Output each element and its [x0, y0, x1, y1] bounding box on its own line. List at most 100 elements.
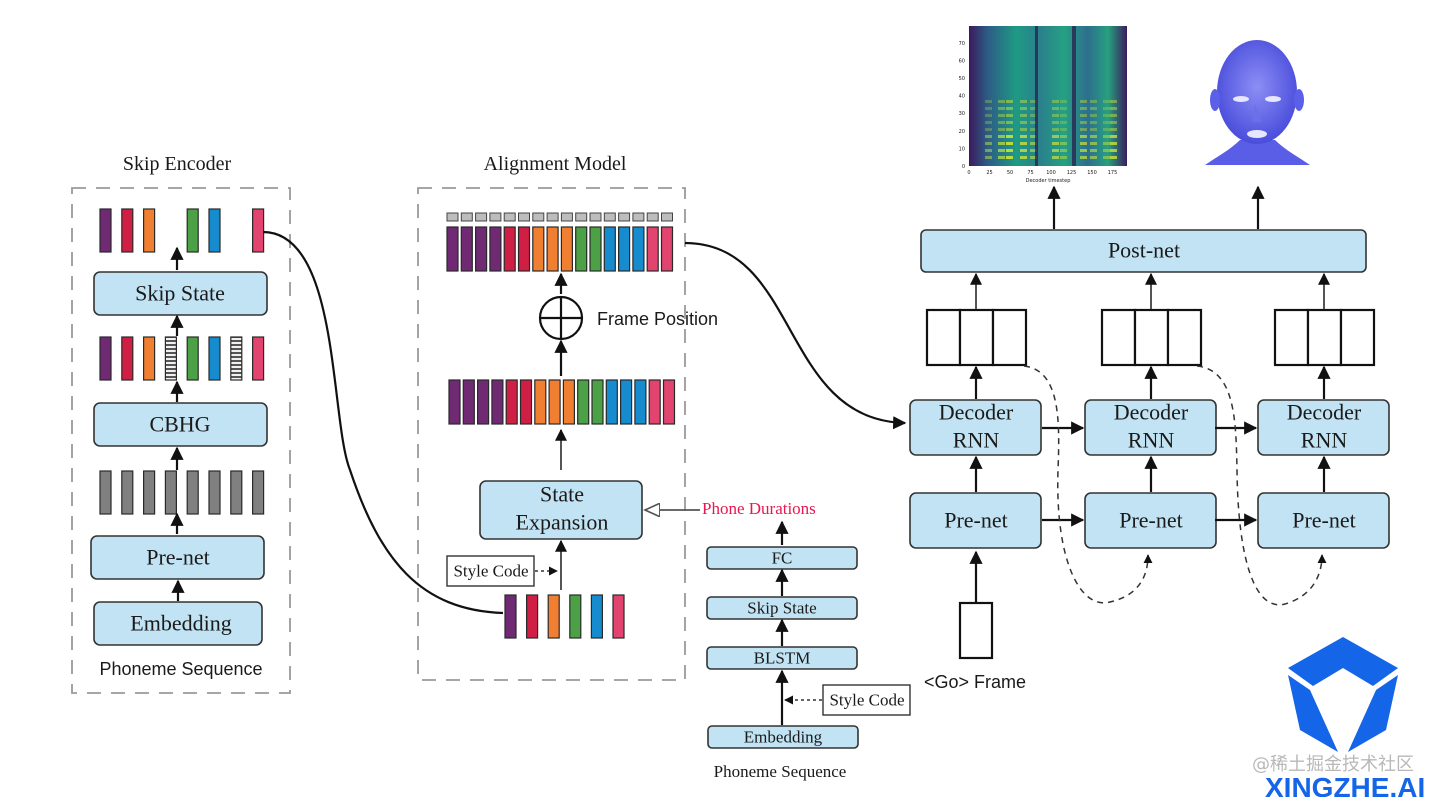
harmonic-streak [1060, 142, 1067, 145]
harmonic-streak [1030, 142, 1037, 145]
harmonic-streak [1006, 114, 1013, 117]
harmonic-streak [998, 114, 1005, 117]
position-cell [546, 212, 559, 222]
duration-model: FC Skip State BLSTM Style Code Embedding… [706, 520, 911, 781]
decoder-rnn-box [909, 399, 1042, 456]
feature-bar [208, 470, 221, 515]
feature-bar [186, 208, 199, 253]
feature-bar [99, 470, 112, 515]
position-cell [575, 212, 588, 222]
feature-bar [612, 594, 625, 639]
spectrogram-xtick: 50 [1007, 170, 1013, 176]
harmonic-streak [1020, 128, 1027, 131]
spectrogram-ytick: 40 [959, 94, 965, 100]
position-cell [503, 212, 516, 222]
feature-bar [648, 379, 661, 425]
harmonic-streak [1060, 107, 1067, 110]
harmonic-streak [1103, 100, 1110, 103]
skip-encoder-to-alignment-connector [262, 230, 504, 615]
add-operator-icon [538, 295, 584, 341]
feature-bar [186, 336, 199, 381]
harmonic-streak [1030, 135, 1037, 138]
spectrogram-ytick: 10 [959, 146, 965, 152]
position-cell [460, 212, 473, 222]
alignment-to-decoder-connector [684, 241, 907, 430]
harmonic-streak [1080, 121, 1087, 124]
feature-bar [590, 594, 604, 639]
duration-skip-state-label: Skip State [747, 599, 816, 618]
feature-bar [164, 470, 177, 515]
harmonic-streak [1090, 142, 1097, 145]
decoder-prenet-box [909, 492, 1042, 549]
harmonic-streak [1030, 114, 1037, 117]
alignment-model-frame [417, 187, 686, 681]
xingzhe-logo-icon [1288, 637, 1398, 752]
feature-bar [548, 379, 561, 425]
harmonic-streak [1080, 107, 1087, 110]
prenet-label: Pre-net [146, 545, 210, 570]
harmonic-streak [1080, 100, 1087, 103]
harmonic-streak [1060, 121, 1067, 124]
feature-bar [546, 226, 559, 272]
duration-style-code-box [822, 684, 911, 716]
decoder-rnn-label-1: Decoder [1287, 400, 1362, 425]
harmonic-streak [1080, 114, 1087, 117]
harmonic-streak [1052, 107, 1059, 110]
feature-bar [448, 379, 461, 425]
feature-bar [477, 379, 490, 425]
harmonic-streak [985, 135, 992, 138]
feature-bar [208, 208, 221, 253]
position-cell [646, 212, 659, 222]
harmonic-streak [998, 142, 1005, 145]
harmonic-streak [998, 135, 1005, 138]
harmonic-streak [1006, 121, 1013, 124]
feature-bar [460, 226, 473, 272]
harmonic-streak [1090, 128, 1097, 131]
postnet-box [920, 229, 1367, 273]
feedback-curve [1023, 365, 1153, 604]
position-cell [661, 212, 673, 222]
decoder-rnn-box [1257, 399, 1390, 456]
silence-band [1035, 26, 1038, 166]
harmonic-streak [1052, 114, 1059, 117]
harmonic-streak [1006, 128, 1013, 131]
harmonic-streak [1080, 128, 1087, 131]
harmonic-streak [985, 128, 992, 131]
feature-bar [252, 336, 265, 381]
decoder-rnn-label-2: RNN [1301, 428, 1348, 453]
harmonic-streak [1090, 121, 1097, 124]
feature-bar [99, 208, 112, 253]
harmonic-streak [1030, 156, 1037, 159]
harmonic-streak [1052, 100, 1059, 103]
output-frame-cell [925, 308, 962, 367]
harmonic-streak [1006, 135, 1013, 138]
decoder-rnn-label-1: Decoder [939, 400, 1014, 425]
alignment-model: Alignment Model Frame Position State Exp… [417, 153, 718, 681]
position-cell [489, 212, 502, 222]
feature-bar [575, 226, 588, 272]
feature-bar [577, 379, 590, 425]
feature-bar [230, 336, 243, 381]
embedding-box [93, 601, 263, 646]
position-cell [618, 212, 631, 222]
feature-bar [517, 226, 531, 272]
feature-bar [186, 470, 199, 515]
position-cell [589, 212, 602, 222]
harmonic-streak [985, 156, 992, 159]
output-frame-cell [991, 308, 1028, 367]
harmonic-streak [1030, 149, 1037, 152]
skip-encoder-input-label: Phoneme Sequence [99, 659, 262, 679]
harmonic-streak [998, 156, 1005, 159]
output-frame-cell [1100, 308, 1137, 367]
decoder-prenet-box [1257, 492, 1390, 549]
harmonic-streak [1090, 156, 1097, 159]
output-frame-cell [1339, 308, 1376, 367]
harmonic-streak [1052, 149, 1059, 152]
phone-durations-label: Phone Durations [702, 499, 816, 518]
cbhg-box [93, 402, 268, 447]
harmonic-streak [1110, 128, 1117, 131]
style-code-box [446, 555, 535, 587]
harmonic-streak [1052, 121, 1059, 124]
